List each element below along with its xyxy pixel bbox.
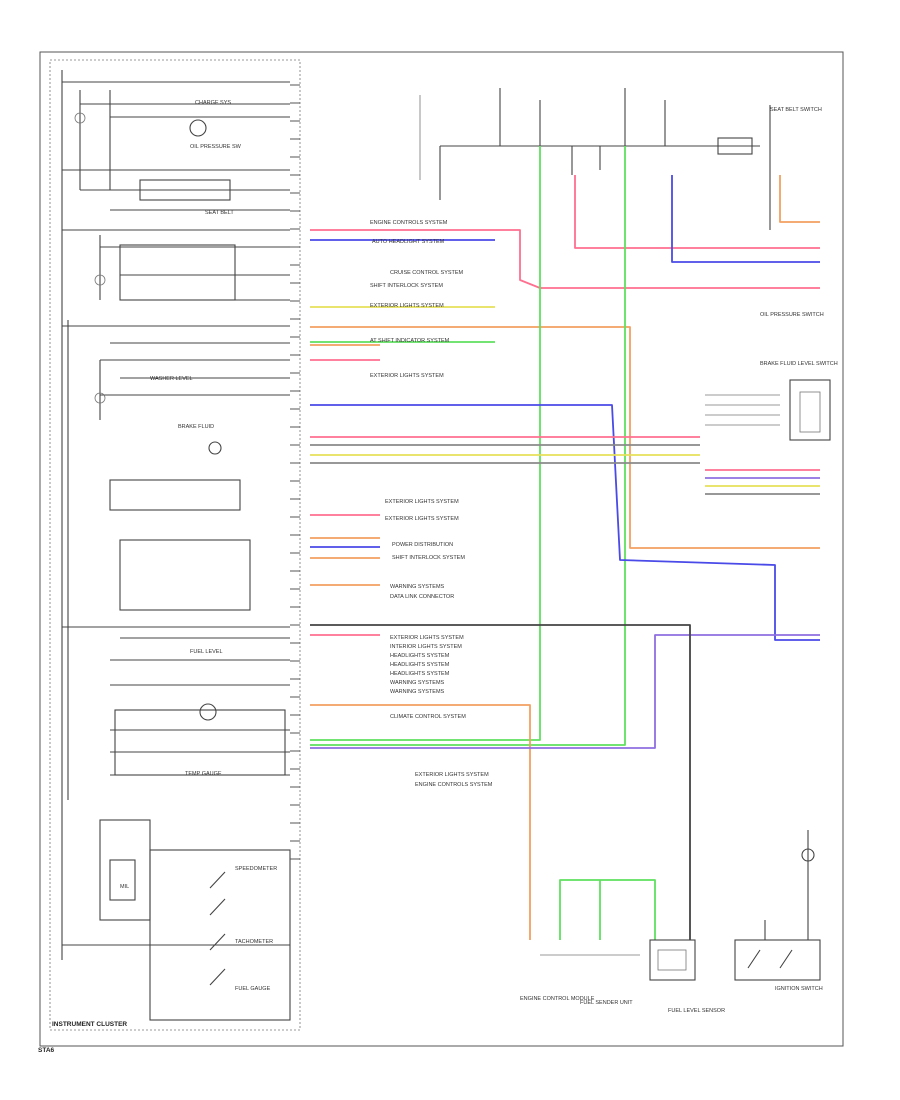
green-wire [310,146,541,741]
wires [310,146,820,940]
orange-wire [310,704,531,940]
wire-label: WARNING SYSTEMS [390,689,445,695]
wire-label: WARNING SYSTEMS [390,680,445,686]
panel-label: CHARGE SYS [195,100,231,106]
bottom-components [540,830,821,981]
wire-label: DATA LINK CONNECTOR [390,594,454,600]
panel-label: FUEL LEVEL [190,649,223,655]
wire-label: ENGINE CONTROLS SYSTEM [370,220,448,226]
wire-label: INTERIOR LIGHTS SYSTEM [390,644,462,650]
pink-wire [310,229,820,289]
right-label: BRAKE FLUID LEVEL SWITCH [760,361,838,367]
wire-label: AT SHIFT INDICATOR SYSTEM [370,338,450,344]
green-wire [310,146,626,746]
wire-label: ENGINE CONTROLS SYSTEM [415,782,493,788]
wire-label: SHIFT INTERLOCK SYSTEM [370,283,443,289]
panel-label: SPEEDOMETER [235,866,277,872]
right-labels: OIL PRESSURE SWITCH BRAKE FLUID LEVEL SWI… [760,107,838,367]
orange-wire [779,175,820,223]
panel-label: WASHER LEVEL [150,376,193,382]
wire-label: AUTO HEADLIGHT SYSTEM [372,239,445,245]
cluster-caption: INSTRUMENT CLUSTER [52,1021,127,1028]
wire-label: EXTERIOR LIGHTS SYSTEM [415,772,489,778]
panel-label: BRAKE FLUID [178,424,214,430]
black-wire [310,624,691,940]
wire-label: EXTERIOR LIGHTS SYSTEM [370,373,444,379]
wire-label: SHIFT INTERLOCK SYSTEM [392,555,465,561]
bottom-label: FUEL LEVEL SENSOR [668,1008,725,1014]
panel-label: MIL [120,884,129,890]
wire-label: EXTERIOR LIGHTS SYSTEM [385,516,459,522]
power-distribution [419,88,771,230]
cluster-connector-pins [290,84,300,860]
blue-wire [310,404,820,641]
pink-wire [574,175,820,249]
bottom-label: ENGINE CONTROL MODULE [520,996,595,1002]
right-label: OIL PRESSURE SWITCH [760,312,824,318]
wire-label: EXTERIOR LIGHTS SYSTEM [385,499,459,505]
panel-label: SEAT BELT [205,210,234,216]
wire-label: HEADLIGHTS SYSTEM [390,671,450,677]
footer-code: STA6 [38,1047,55,1054]
wire-label: EXTERIOR LIGHTS SYSTEM [370,303,444,309]
wire-label: HEADLIGHTS SYSTEM [390,662,450,668]
brake-fluid-switch [705,379,831,441]
panel-labels: CHARGE SYS OIL PRESSURE SW SEAT BELT WASHER… [120,100,277,992]
bottom-label: FUEL SENDER UNIT [580,1000,633,1006]
wire-label: HEADLIGHTS SYSTEM [390,653,450,659]
wire-labels: ENGINE CONTROLS SYSTEM AUTO HEADLIGHT SYS… [370,220,493,788]
wire-label: CLIMATE CONTROL SYSTEM [390,714,466,720]
wire-label: CRUISE CONTROL SYSTEM [390,270,464,276]
panel-label: TACHOMETER [235,939,273,945]
wire-label: EXTERIOR LIGHTS SYSTEM [390,635,464,641]
green-wire [559,879,656,940]
bottom-label: IGNITION SWITCH [775,986,823,992]
panel-label: FUEL GAUGE [235,986,271,992]
wire-label: WARNING SYSTEMS [390,584,445,590]
blue-wire [671,175,820,263]
panel-label: OIL PRESSURE SW [190,144,242,150]
wire-label: POWER DISTRIBUTION [392,542,453,548]
panel-label: TEMP GAUGE [185,771,222,777]
diagram-frame [39,51,844,1047]
instrument-cluster [49,59,301,1031]
right-label: SEAT BELT SWITCH [770,107,822,113]
violet-wire [310,634,820,749]
